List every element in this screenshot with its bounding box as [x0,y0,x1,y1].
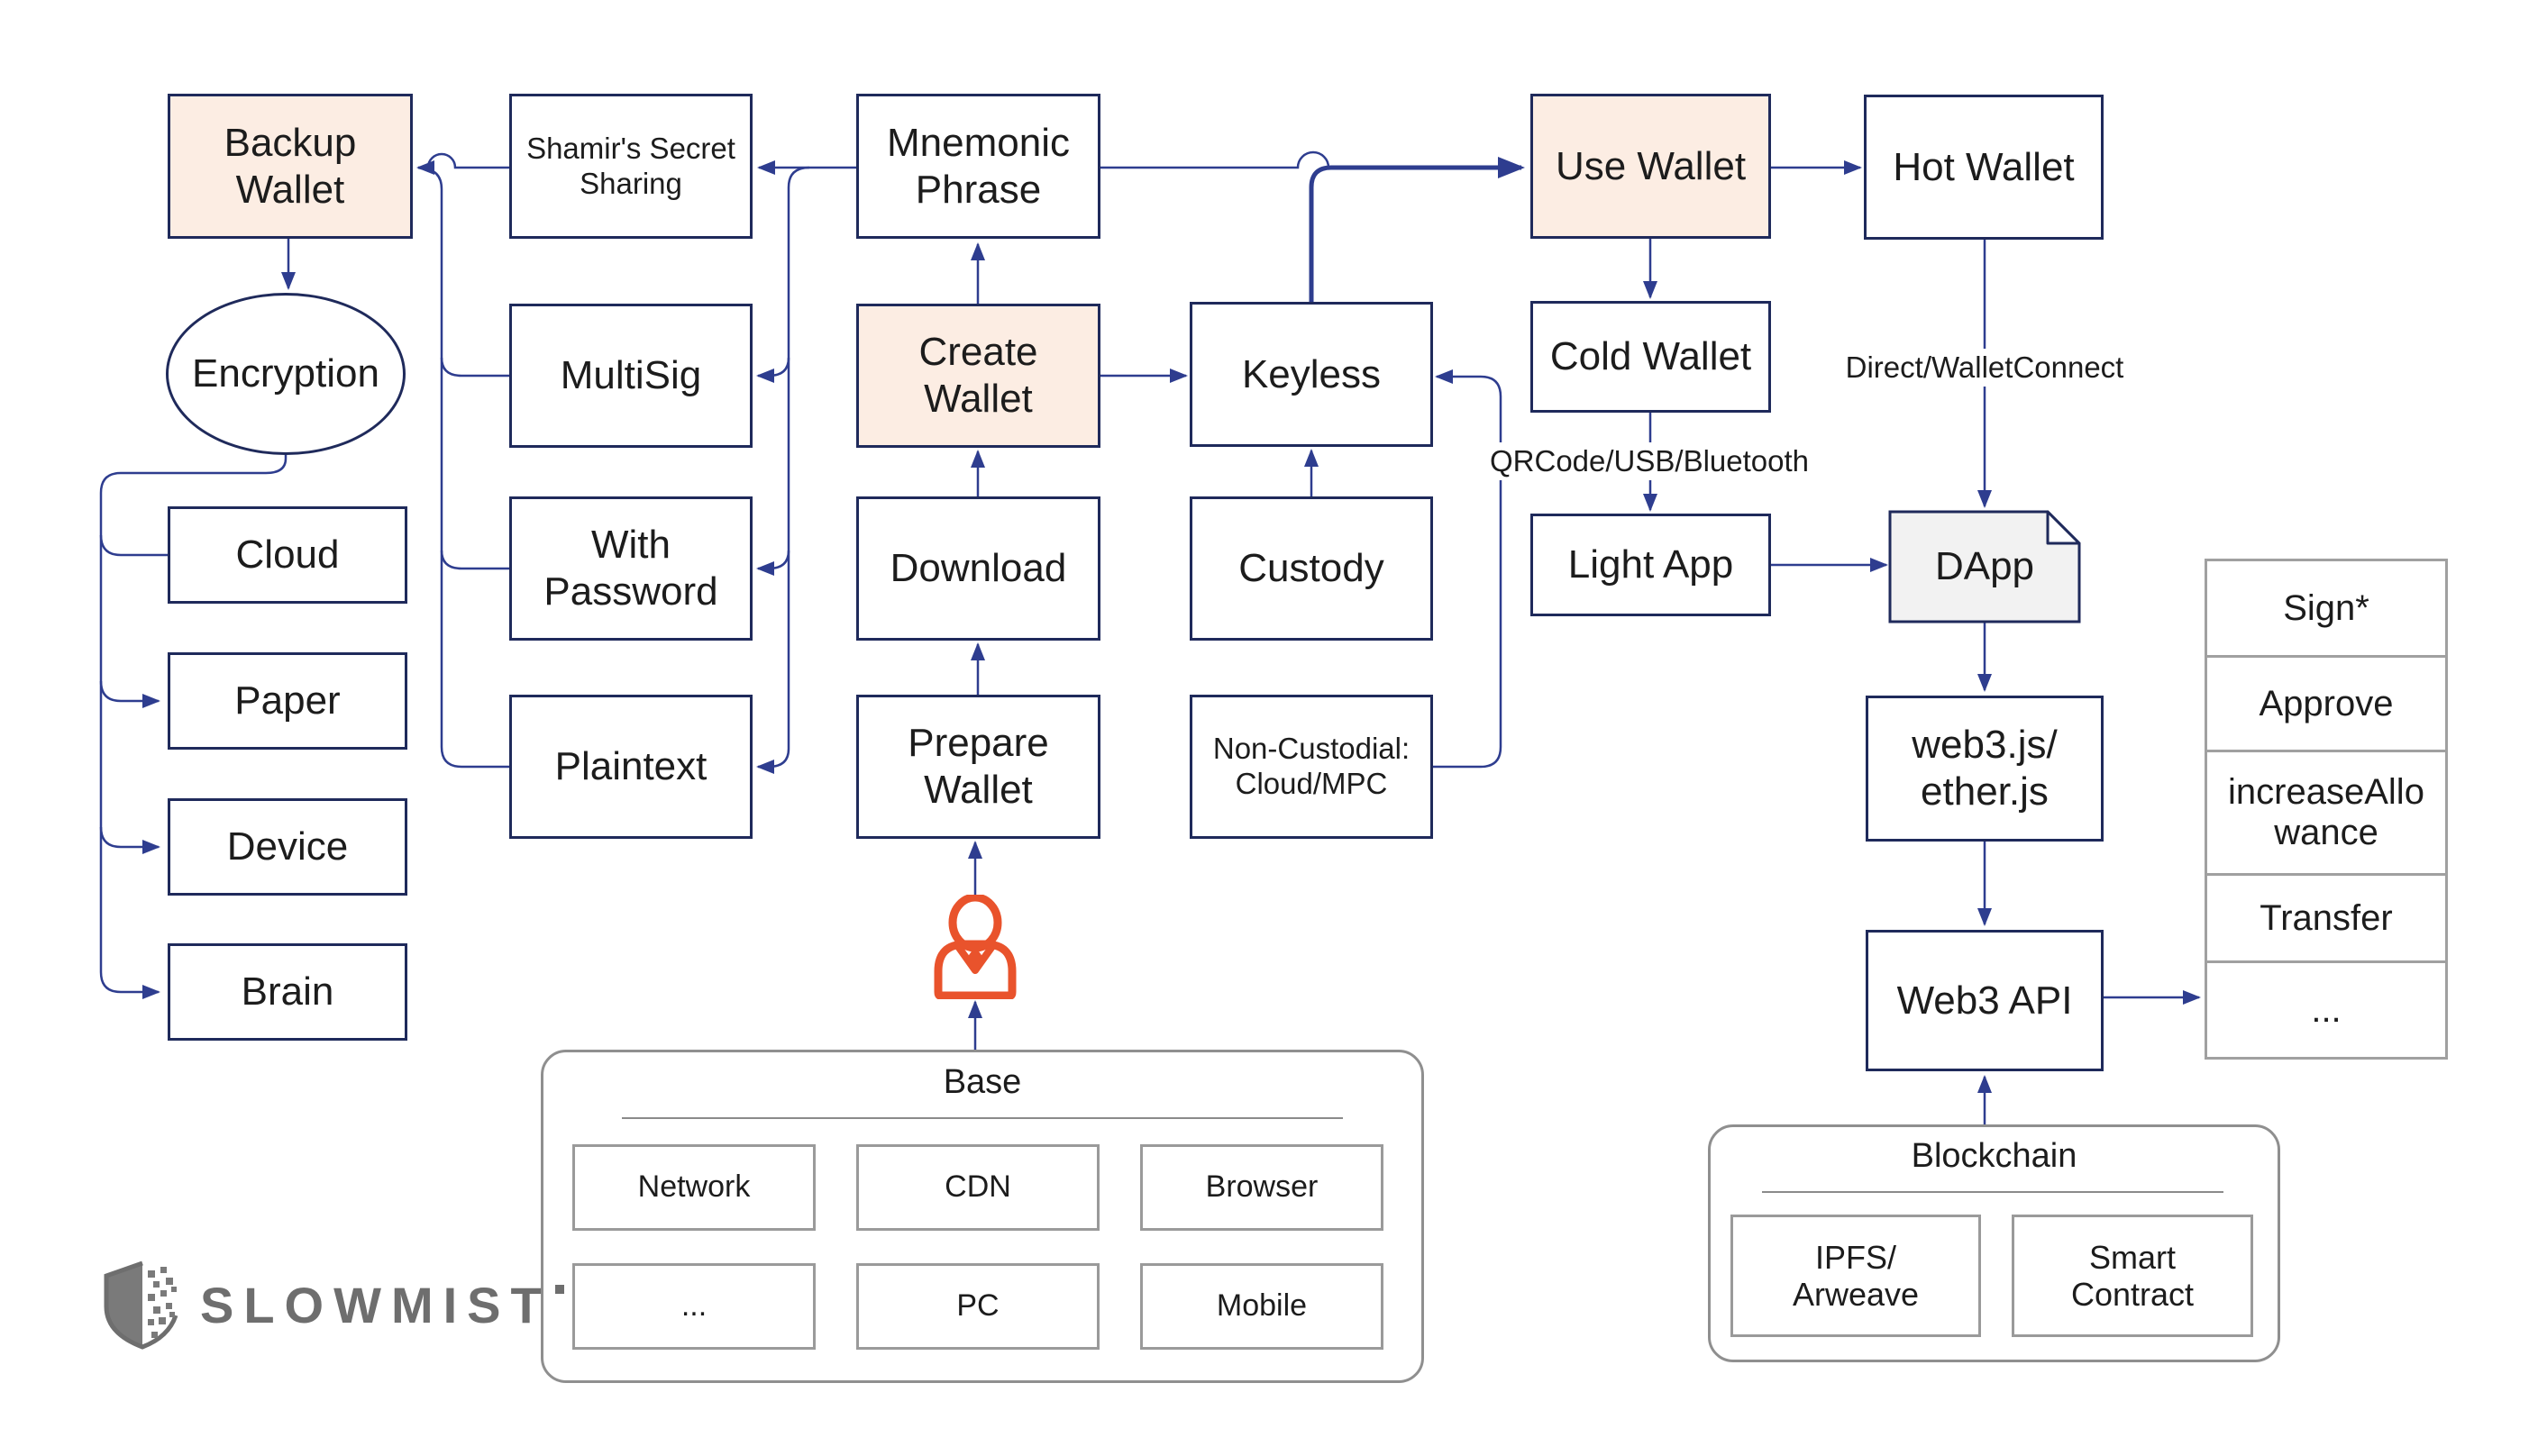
node-download: Download [856,496,1100,641]
base-item-pc: PC [856,1263,1100,1350]
blockchain-item-smart-contract: Smart Contract [2012,1215,2253,1337]
base-separator [622,1117,1343,1119]
inner-label: ... [680,1288,708,1324]
node-label: MultiSig [560,353,702,398]
base-item-browser: Browser [1140,1144,1383,1231]
node-label: Mnemonic Phrase [887,120,1070,212]
base-item-more: ... [572,1263,816,1350]
node-dapp: DApp [1890,512,2079,622]
node-label: Light App [1567,542,1734,587]
node-prepare-wallet: Prepare Wallet [856,695,1100,839]
list-item-label: Sign* [2283,587,2369,628]
node-create-wallet: Create Wallet [856,304,1100,448]
inner-label: Smart Contract [2070,1238,2195,1313]
web3-method-list: Sign* Approve increaseAllowance Transfer… [2205,559,2448,1060]
node-label: With Password [543,523,718,614]
node-label: Cold Wallet [1549,334,1752,379]
person-icon [934,895,1017,999]
slowmist-logo: SLOWMIST [101,1260,564,1350]
list-item-more: ... [2205,960,2448,1060]
blockchain-separator [1762,1191,2223,1193]
node-non-custodial: Non-Custodial: Cloud/MPC [1190,695,1433,839]
node-label: Download [890,546,1067,591]
base-title: Base [541,1063,1424,1102]
node-label: Paper [234,678,341,723]
edge-label-qrcode-usb-bluetooth: QRCode/USB/Bluetooth [1482,442,1817,480]
list-item-increaseallowance: increaseAllowance [2205,750,2448,876]
node-cold-wallet: Cold Wallet [1530,301,1771,413]
node-label: Encryption [192,351,379,396]
node-label: Cloud [235,532,340,578]
node-brain: Brain [168,943,407,1041]
logo-trademark-dot [554,1285,564,1294]
blockchain-item-ipfs-arweave: IPFS/ Arweave [1730,1215,1981,1337]
inner-label: Browser [1205,1169,1319,1205]
node-backup-wallet: Backup Wallet [168,94,413,239]
node-use-wallet: Use Wallet [1530,94,1771,239]
node-label: Non-Custodial: Cloud/MPC [1212,732,1411,800]
list-item-sign: Sign* [2205,559,2448,658]
node-label: Custody [1238,546,1384,591]
inner-label: IPFS/ Arweave [1792,1238,1920,1313]
base-item-network: Network [572,1144,816,1231]
list-item-label: Transfer [2260,897,2393,938]
node-cloud: Cloud [168,506,407,604]
node-label: Hot Wallet [1893,144,2075,189]
node-label: Create Wallet [918,330,1038,421]
node-label: Web3 API [1896,978,2073,1023]
node-label: Use Wallet [1555,143,1747,188]
node-encryption: Encryption [166,293,406,455]
dapp-document-shape [1888,510,2081,623]
list-item-transfer: Transfer [2205,873,2448,963]
container-title-label: Blockchain [1911,1137,2077,1175]
node-label: Backup Wallet [224,120,357,212]
inner-label: Mobile [1216,1288,1308,1324]
base-item-cdn: CDN [856,1144,1100,1231]
list-item-label: ... [2311,989,2342,1030]
node-hot-wallet: Hot Wallet [1864,95,2104,240]
node-light-app: Light App [1530,514,1771,616]
node-custody: Custody [1190,496,1433,641]
node-plaintext: Plaintext [509,695,753,839]
node-with-password: With Password [509,496,753,641]
inner-label: PC [956,1288,1000,1324]
list-item-label: Approve [2259,683,2394,723]
inner-label: CDN [945,1169,1011,1205]
logo-text: SLOWMIST [200,1276,552,1333]
node-paper: Paper [168,652,407,750]
node-label: Plaintext [554,744,708,789]
node-label: web3.js/ ether.js [1912,723,2058,814]
node-label: Shamir's Secret Sharing [526,131,735,200]
node-shamirs-secret-sharing: Shamir's Secret Sharing [509,94,753,239]
node-label: Prepare Wallet [908,721,1049,812]
node-multisig: MultiSig [509,304,753,448]
list-item-approve: Approve [2205,655,2448,752]
edge-label-direct-walletconnect: Direct/WalletConnect [1838,349,2132,387]
inner-label: Network [637,1169,751,1205]
node-label: DApp [1934,544,2035,588]
base-item-mobile: Mobile [1140,1263,1383,1350]
node-label: Brain [241,969,334,1015]
shield-icon [104,1260,178,1350]
node-keyless: Keyless [1190,302,1433,447]
blockchain-title: Blockchain [1708,1137,2280,1176]
node-label: Device [226,824,349,869]
node-web3-api: Web3 API [1866,930,2104,1071]
node-label: Keyless [1241,351,1382,396]
node-mnemonic-phrase: Mnemonic Phrase [856,94,1100,239]
node-device: Device [168,798,407,896]
list-item-label: increaseAllowance [2228,772,2424,852]
node-web3js-etherjs: web3.js/ ether.js [1866,696,2104,842]
container-title-label: Base [943,1063,1022,1101]
